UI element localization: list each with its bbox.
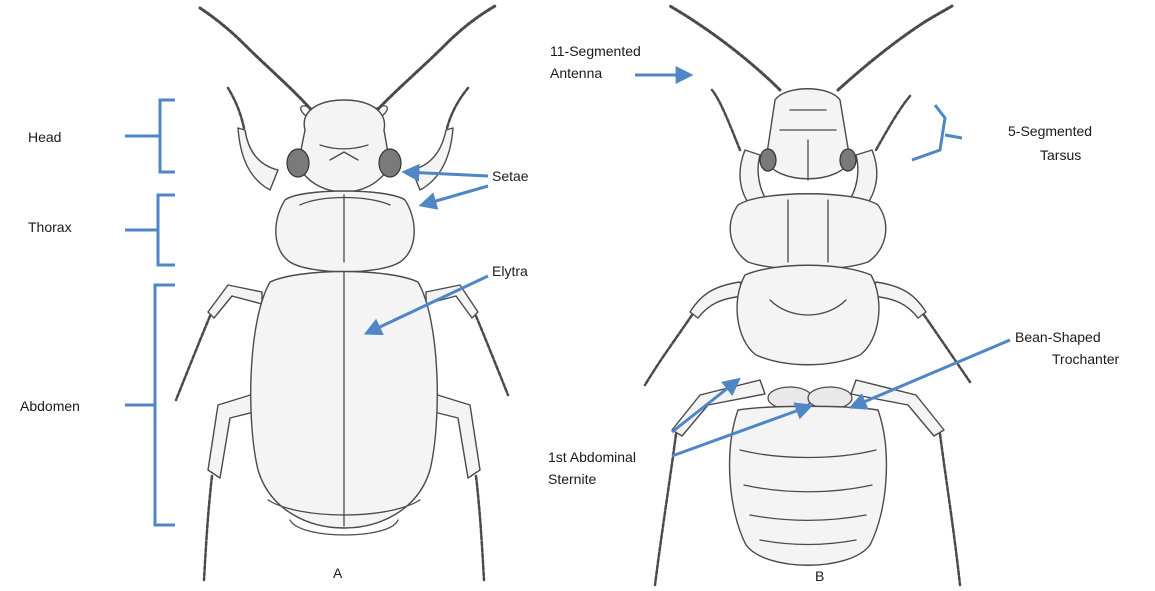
- label-thorax: Thorax: [28, 218, 72, 237]
- label-sternite-line1: 1st Abdominal: [548, 448, 636, 467]
- abdomen-bracket: [125, 285, 175, 525]
- panel-letter-a: A: [333, 565, 342, 581]
- ventral-prothorax: [730, 194, 885, 270]
- label-abdomen: Abdomen: [20, 397, 80, 416]
- setae-arrow-2: [422, 186, 488, 205]
- label-elytra: Elytra: [492, 262, 528, 281]
- trochanter-arrow: [852, 340, 1010, 407]
- dorsal-pronotum: [276, 191, 414, 272]
- right-antenna: [370, 6, 495, 118]
- label-setae: Setae: [492, 167, 529, 186]
- label-sternite-line2: Sternite: [548, 470, 596, 489]
- panel-letter-b: B: [815, 568, 824, 584]
- thorax-bracket: [125, 195, 175, 265]
- right-front-leg: [412, 128, 453, 190]
- sternite-arrow-1: [672, 380, 738, 432]
- ventral-right-antenna: [838, 6, 952, 90]
- left-middle-leg: [208, 285, 262, 318]
- label-antenna-line2: Antenna: [550, 64, 602, 83]
- tarsus-bracket: [912, 105, 962, 160]
- label-trochanter-line1: Bean-Shaped: [1015, 328, 1101, 347]
- label-head: Head: [28, 128, 61, 147]
- label-antenna-line1: 11-Segmented: [550, 42, 641, 61]
- left-front-leg: [238, 128, 278, 190]
- beetle-ventral-drawing: [645, 6, 970, 585]
- label-tarsus-line2: Tarsus: [1040, 146, 1081, 165]
- head-bracket: [125, 100, 175, 172]
- dorsal-head: [298, 100, 390, 192]
- label-tarsus-line1: 5-Segmented: [1008, 122, 1092, 141]
- ventral-abdomen: [730, 406, 887, 565]
- ventral-left-antenna: [670, 6, 780, 90]
- beetle-dorsal-drawing: [176, 6, 508, 580]
- label-trochanter-line2: Trochanter: [1052, 350, 1119, 369]
- left-antenna: [200, 8, 318, 118]
